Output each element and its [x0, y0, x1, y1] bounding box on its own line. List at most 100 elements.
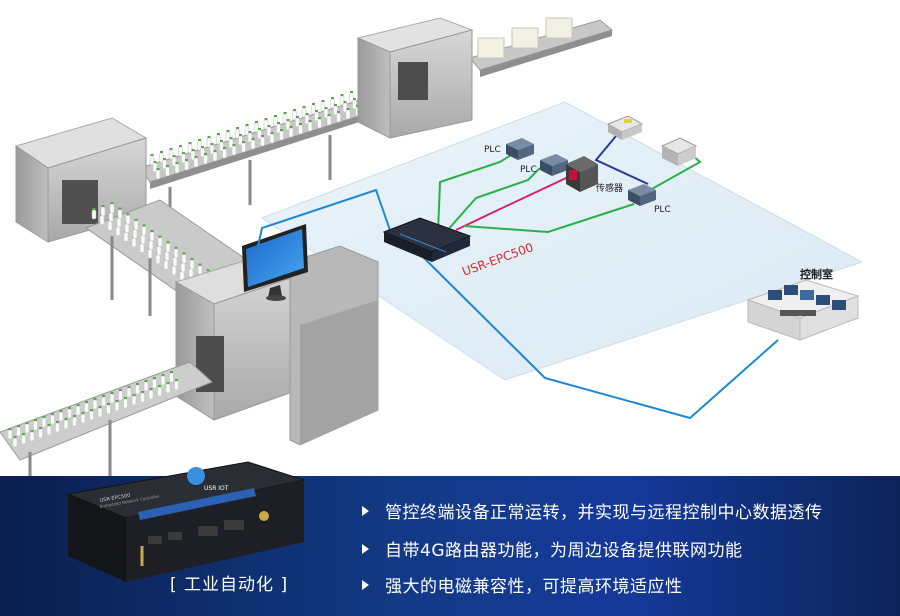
bottle-cap [166, 382, 170, 384]
bottle [131, 395, 137, 406]
bottle-cap [346, 108, 350, 110]
bottle-cap [22, 433, 25, 435]
bottle [181, 254, 187, 264]
bottle [84, 402, 89, 413]
bottle [21, 434, 26, 445]
bottle-cap [267, 125, 271, 127]
bottle-cap [161, 374, 165, 376]
bottle-cap [312, 103, 315, 105]
bottle [336, 112, 341, 123]
bottle-cap [93, 398, 97, 400]
bottle [260, 136, 265, 147]
bottle-cap [98, 406, 102, 408]
bottle [152, 378, 157, 389]
bottle-cap [315, 110, 318, 112]
bottle-cap [245, 124, 249, 126]
bottle-cap [261, 135, 264, 137]
bottle [63, 419, 69, 430]
bottle-cap [350, 91, 353, 93]
bottle-cap [286, 119, 290, 121]
bottle-cap [136, 383, 139, 385]
bottle-cap [236, 127, 239, 129]
bottle [163, 260, 169, 270]
bottle-cap [8, 428, 12, 430]
feature-bullet-3: 强大的电磁兼容性，可提高环境适应性 [362, 572, 683, 597]
label-sensor: 传感器 [596, 182, 623, 194]
bottle [180, 262, 186, 273]
bottle-cap [156, 168, 160, 170]
bottle-cap [68, 407, 71, 409]
bottle-cap [59, 410, 63, 412]
bottle [231, 145, 237, 156]
link-blue-to-monitor [257, 188, 393, 247]
bottle [184, 160, 189, 171]
bottle-cap [76, 404, 80, 406]
bottle-cap [264, 118, 268, 120]
link-blue-to-control-room [419, 253, 779, 420]
bottle-cap [153, 377, 156, 379]
bottle-cap [150, 154, 154, 156]
bottle [50, 414, 55, 425]
bottle-cap [118, 207, 122, 210]
bottle-cap [166, 165, 169, 167]
bottle [33, 420, 38, 431]
bottle-cap [42, 416, 46, 418]
bottle [97, 407, 103, 418]
bottle-cap [17, 425, 20, 427]
bottle [133, 220, 139, 231]
bottle-cap [321, 100, 325, 102]
bottle-cap [198, 139, 201, 141]
bottle [132, 229, 138, 239]
label-plc-top: PLC [484, 145, 501, 155]
bottle-cap [172, 155, 176, 157]
bottle-cap [289, 126, 293, 128]
bottle-cap [343, 101, 347, 103]
bottle [326, 115, 332, 126]
top-right-module [606, 115, 644, 140]
bottle [38, 428, 43, 439]
bottle [143, 381, 149, 392]
bottle [165, 383, 171, 394]
bullet-arrow-icon [362, 579, 369, 590]
bottle-cap [182, 152, 185, 154]
plc-top-device [506, 138, 534, 160]
bottle [148, 389, 154, 400]
bottle [172, 257, 178, 267]
bottle [107, 220, 113, 231]
bottle-cap [30, 430, 34, 432]
bottle-cap [331, 97, 334, 99]
bottles-lower [7, 371, 179, 448]
bottle-cap [194, 156, 198, 158]
bottle-cap [101, 205, 105, 207]
bottle-cap [169, 148, 173, 150]
bottle-cap [201, 146, 204, 148]
link-green-plc-mid [445, 167, 541, 233]
bottle [169, 372, 174, 383]
bottle-cap [158, 385, 161, 387]
bottle-cap [251, 138, 255, 140]
bottle-cap [293, 109, 296, 111]
bottle [89, 410, 94, 421]
bottle-cap [185, 159, 188, 161]
bottle-cap [305, 113, 309, 115]
bottle-cap [175, 162, 179, 164]
bottle-cap [207, 136, 211, 138]
link-navy-right-to-sensor [594, 135, 649, 185]
bottle [124, 223, 130, 234]
bottle [174, 380, 179, 391]
bottle-cap [179, 145, 182, 147]
bottle-cap [81, 412, 85, 414]
bottle-cap [126, 213, 130, 216]
bottle [165, 242, 171, 253]
bottle [141, 226, 147, 236]
bottle-cap [198, 263, 202, 266]
bottle-cap [296, 116, 299, 118]
bottle-cap [56, 421, 59, 423]
bottle-cap [85, 401, 88, 403]
bottle-cap [144, 380, 148, 382]
control-room [746, 279, 860, 341]
bottle-cap [191, 149, 195, 151]
bottle [29, 431, 35, 442]
bottle-cap [299, 123, 302, 125]
bottle [80, 413, 86, 424]
